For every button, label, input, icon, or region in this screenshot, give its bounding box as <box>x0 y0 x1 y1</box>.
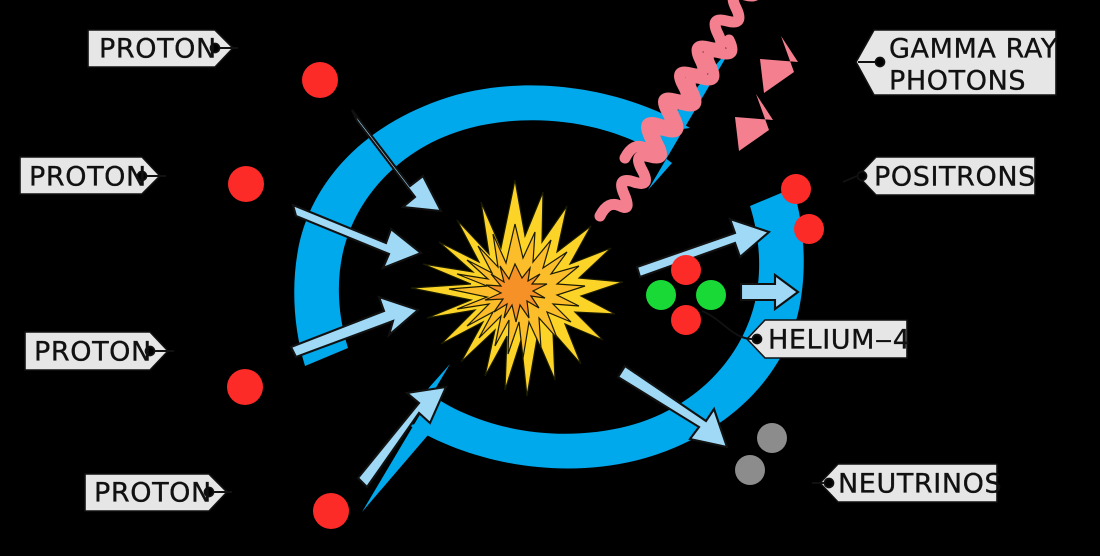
gamma-ray-waves <box>594 0 798 222</box>
positron-particle-2 <box>794 214 824 244</box>
helium-proton-top <box>671 255 701 285</box>
output-arrow-lower <box>616 364 729 449</box>
output-arrows <box>616 217 800 449</box>
proton-particle-4 <box>313 493 349 529</box>
tag-hole-icon <box>856 170 868 182</box>
label-proton-1[interactable]: PROTON <box>87 29 238 68</box>
label-text-line1: GAMMA RAY <box>889 34 1058 65</box>
label-proton-2[interactable]: PROTON <box>19 156 166 195</box>
tag-shape <box>84 473 228 512</box>
proton-particle-1 <box>302 62 338 98</box>
input-arrow-2 <box>291 203 424 270</box>
tag-shape <box>746 319 908 359</box>
tag-shape <box>855 29 1057 96</box>
label-proton-4[interactable]: PROTON <box>84 473 232 512</box>
tag-hole-icon <box>203 486 215 498</box>
helium-4-nucleus <box>646 255 726 335</box>
tag-lead-line <box>842 175 858 183</box>
swirl-ribbon-upper <box>294 42 735 366</box>
input-arrow-4 <box>356 385 448 489</box>
neutrino-particle-1 <box>757 423 787 453</box>
tag-hole-icon <box>823 477 835 489</box>
input-arrow-1 <box>351 109 443 213</box>
tag-hole-icon <box>136 170 148 182</box>
label-helium-4[interactable]: HELIUM‒4 <box>701 310 911 359</box>
label-gamma-ray-photons[interactable]: GAMMA RAY PHOTONS <box>855 29 1058 97</box>
output-arrow-helium <box>739 272 800 312</box>
helium-neutron-left <box>646 280 676 310</box>
tag-hole-icon <box>874 56 886 68</box>
tag-shape <box>87 29 234 68</box>
label-text: HELIUM‒4 <box>768 325 911 356</box>
label-text: POSITRONS <box>874 162 1036 193</box>
proton-particles <box>227 62 349 529</box>
neutrino-particles <box>735 423 787 485</box>
label-proton-3[interactable]: PROTON <box>24 331 174 371</box>
label-neutrinos[interactable]: NEUTRINOS <box>812 463 1002 503</box>
label-text: PROTON <box>99 34 217 65</box>
input-arrows <box>289 109 448 489</box>
gamma-arrowhead-2 <box>735 94 773 151</box>
swirl-ribbon-lower <box>362 188 804 512</box>
output-arrow-upper <box>635 217 772 279</box>
proton-particle-3 <box>227 369 263 405</box>
label-text: PROTON <box>29 162 147 193</box>
helium-neutron-right <box>696 280 726 310</box>
positron-particles <box>781 174 824 244</box>
gamma-arrowhead-1 <box>760 36 798 93</box>
tag-lead-line <box>701 310 753 340</box>
tag-hole-icon <box>209 42 221 54</box>
burst-core <box>484 262 548 323</box>
label-text: NEUTRINOS <box>838 469 1002 500</box>
label-text: PROTON <box>94 478 212 509</box>
neutrino-particle-2 <box>735 455 765 485</box>
blue-swirl-group <box>294 42 804 512</box>
gamma-wave-1 <box>619 0 756 164</box>
label-text-line2: PHOTONS <box>889 66 1026 97</box>
tag-hole-icon <box>144 345 156 357</box>
gamma-wave-2 <box>594 34 738 222</box>
tag-hole-icon <box>751 333 763 345</box>
proton-particle-2 <box>228 166 264 202</box>
fusion-burst <box>410 179 624 397</box>
input-arrow-3 <box>289 295 421 359</box>
tag-shape <box>819 463 998 503</box>
tag-shape <box>19 156 161 195</box>
label-text: PROTON <box>34 337 152 368</box>
tag-shape <box>24 331 169 371</box>
positron-particle-1 <box>781 174 811 204</box>
label-positrons[interactable]: POSITRONS <box>842 156 1036 196</box>
helium-proton-bottom <box>671 305 701 335</box>
